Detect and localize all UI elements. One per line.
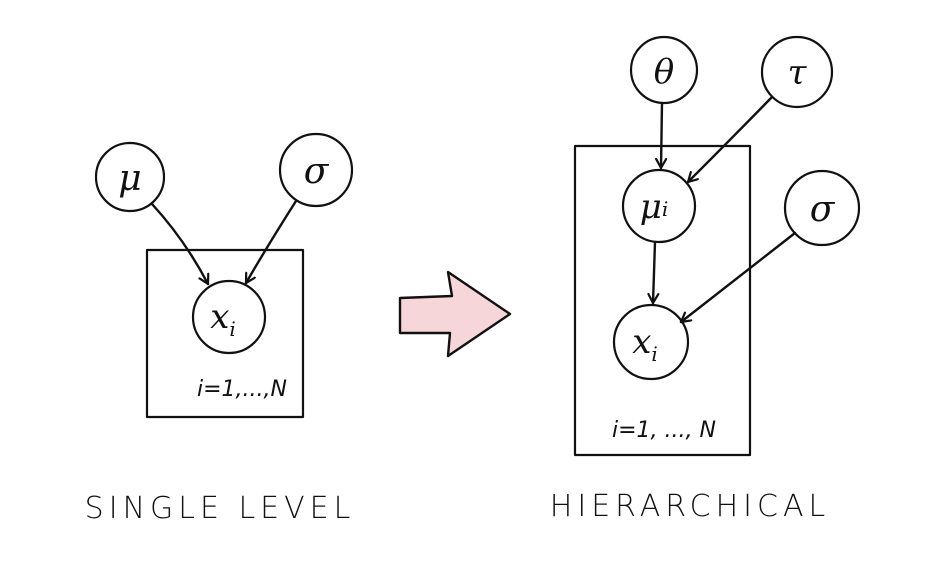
hier-mu-subscript: i [662,197,668,221]
hier-edge-theta-to-mu [661,101,662,170]
hier-edge-mu-to-x [653,240,655,305]
hier-theta-label: θ [654,52,674,92]
single-sigma-label: σ [304,151,330,192]
hier-tau-label: τ [788,53,808,93]
single-level-model: μ σ xi i=1,...,N SINGLE LEVEL [85,132,356,526]
single-level-caption: SINGLE LEVEL [85,491,356,526]
hier-sigma-label: σ [810,189,836,230]
hierarchical-model: θ τ μi σ xi i=1, ..., N HIERARCHICAL [550,35,861,524]
hier-theta-node [629,35,699,105]
single-x-node [191,279,267,355]
transition-arrow [398,270,512,358]
hier-x-node [612,303,690,381]
hier-edge-tau-to-mu [686,95,774,184]
hier-sigma-node [783,169,861,247]
hier-x-subscript: i [651,342,657,366]
single-edge-mu-to-x [150,202,208,286]
single-plate-label: i=1,...,N [197,377,287,402]
hierarchical-plate [573,144,752,457]
single-x-subscript: i [229,317,235,341]
hier-mu-node [621,168,697,244]
hier-tau-node [760,35,834,109]
hier-plate-label: i=1, ..., N [612,418,716,443]
single-mu-label: μ [118,158,141,199]
hier-edge-sigma-to-x [679,231,797,324]
hierarchical-caption: HIERARCHICAL [550,489,830,524]
single-edge-sigma-to-x [244,199,298,285]
hier-x-label: xi [632,322,658,366]
single-level-plate [145,248,305,419]
single-mu-node [94,141,166,213]
single-sigma-node [278,132,354,208]
single-x-label: xi [210,297,236,341]
hier-mu-label: μi [640,187,669,227]
